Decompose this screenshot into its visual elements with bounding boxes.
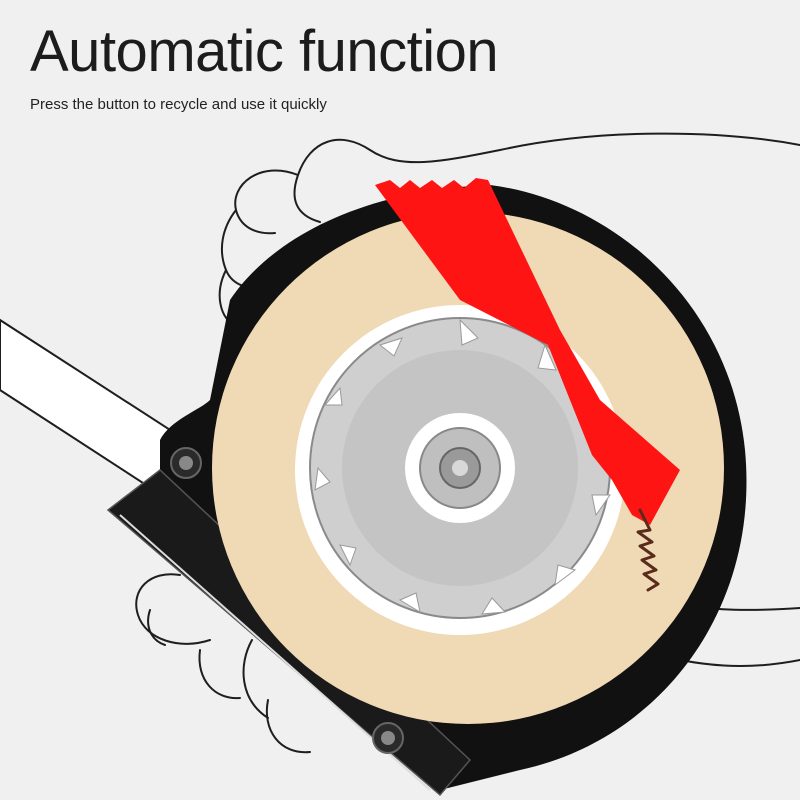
cutter-blade-icon bbox=[375, 178, 680, 525]
spring-icon bbox=[636, 508, 660, 592]
core-hub bbox=[405, 413, 515, 523]
page-subtitle: Press the button to recycle and use it q… bbox=[30, 96, 327, 113]
screw-icon bbox=[170, 447, 404, 754]
page-title: Automatic function bbox=[30, 19, 499, 84]
